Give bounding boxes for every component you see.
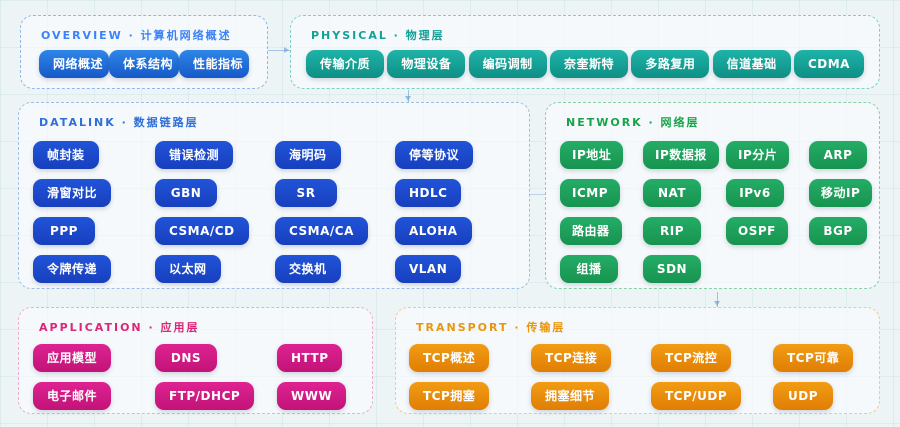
topic-button[interactable]: GBN xyxy=(155,179,217,207)
connector-datalink-to-network-line xyxy=(530,194,545,195)
topic-button[interactable]: OSPF xyxy=(726,217,788,245)
topic-button[interactable]: CDMA xyxy=(793,50,864,78)
topic-button[interactable]: SR xyxy=(275,179,337,207)
topic-button[interactable]: SDN xyxy=(643,255,701,283)
topic-button[interactable]: RIP xyxy=(643,217,701,245)
topic-button[interactable]: BGP xyxy=(809,217,867,245)
connector-physical-to-datalink-arrow xyxy=(404,90,411,102)
datalink-buttons: 帧封装 错误检测 海明码 停等协议滑窗对比 GBN SR HDLC PPP CSMA/CD CSM… xyxy=(19,103,529,283)
topic-button[interactable]: TCP拥塞 xyxy=(409,382,490,410)
connector-network-to-transport-arrow xyxy=(713,292,720,307)
transport-buttons: TCP概述 TCP连接 TCP流控 TCP可靠 TCP拥塞 拥塞细节 TCP/UDP UDP xyxy=(396,308,879,410)
topic-button[interactable]: 组播 xyxy=(560,255,618,283)
topic-button[interactable]: 交换机 xyxy=(275,255,341,283)
topic-button[interactable]: TCP可靠 xyxy=(773,344,854,372)
topic-button[interactable]: 令牌传递 xyxy=(33,255,112,283)
connector-overview-to-physical-arrow xyxy=(268,47,290,53)
topic-button[interactable]: 移动IP xyxy=(809,179,873,207)
section-title: APPLICATION · 应用层 xyxy=(39,321,200,334)
topic-button[interactable]: FTP/DHCP xyxy=(155,382,255,410)
topic-button[interactable]: 停等协议 xyxy=(395,141,474,169)
topic-button[interactable]: 路由器 xyxy=(560,217,622,245)
topic-button[interactable]: 海明码 xyxy=(275,141,341,169)
topic-button[interactable]: 应用模型 xyxy=(33,344,112,372)
topic-button[interactable]: TCP流控 xyxy=(651,344,732,372)
topic-button[interactable]: 性能指标 xyxy=(179,50,249,78)
topic-button[interactable]: IP数据报 xyxy=(643,141,719,169)
topic-button[interactable]: CSMA/CA xyxy=(275,217,368,245)
topic-button[interactable]: IPv6 xyxy=(726,179,784,207)
section-title: OVERVIEW · 计算机网络概述 xyxy=(41,29,232,42)
topic-button[interactable]: 拥塞细节 xyxy=(531,382,610,410)
topic-button[interactable]: WWW xyxy=(277,382,347,410)
topic-button[interactable]: 传输介质 xyxy=(306,50,385,78)
topic-button[interactable]: ARP xyxy=(809,141,867,169)
topic-button[interactable]: IP地址 xyxy=(560,141,624,169)
topic-button[interactable]: CSMA/CD xyxy=(155,217,249,245)
topic-button[interactable]: 帧封装 xyxy=(33,141,99,169)
section-title: NETWORK · 网络层 xyxy=(566,116,700,129)
topic-button[interactable]: TCP概述 xyxy=(409,344,490,372)
topic-button[interactable]: 错误检测 xyxy=(155,141,234,169)
topic-button[interactable]: 网络概述 xyxy=(39,50,109,78)
topic-button[interactable]: 滑窗对比 xyxy=(33,179,112,207)
topic-button[interactable]: NAT xyxy=(643,179,701,207)
topic-button[interactable]: 信道基础 xyxy=(712,50,791,78)
application-buttons: 应用模型 DNS HTTP 电子邮件 FTP/DHCP WWW xyxy=(19,308,372,410)
topic-button[interactable]: TCP连接 xyxy=(531,344,612,372)
topic-button[interactable]: UDP xyxy=(773,382,833,410)
topic-button[interactable]: 多路复用 xyxy=(631,50,710,78)
topic-button[interactable]: VLAN xyxy=(395,255,462,283)
section-title: PHYSICAL · 物理层 xyxy=(311,29,445,42)
topic-button[interactable]: ALOHA xyxy=(395,217,472,245)
topic-button[interactable]: 奈奎斯特 xyxy=(549,50,628,78)
topic-button[interactable]: ICMP xyxy=(560,179,621,207)
topic-button[interactable]: HTTP xyxy=(277,344,343,372)
section-datalink: DATALINK · 数据链路层 帧封装 错误检测 海明码 停等协议滑窗对比 GBN SR… xyxy=(18,102,530,289)
topic-button[interactable]: DNS xyxy=(155,344,217,372)
overview-buttons: 网络概述体系结构性能指标 xyxy=(21,16,267,78)
topic-button[interactable]: 编码调制 xyxy=(468,50,547,78)
section-title: DATALINK · 数据链路层 xyxy=(39,116,199,129)
topic-button[interactable]: TCP/UDP xyxy=(651,382,742,410)
topic-button[interactable]: 以太网 xyxy=(155,255,221,283)
topic-button[interactable]: 物理设备 xyxy=(387,50,466,78)
topic-button[interactable]: 体系结构 xyxy=(109,50,179,78)
topic-button[interactable]: HDLC xyxy=(395,179,462,207)
topic-button[interactable]: PPP xyxy=(33,217,95,245)
section-application: APPLICATION · 应用层 应用模型 DNS HTTP 电子邮件 FTP/DHC… xyxy=(18,307,373,414)
section-overview: OVERVIEW · 计算机网络概述 网络概述体系结构性能指标 xyxy=(20,15,268,89)
section-title: TRANSPORT · 传输层 xyxy=(416,321,566,334)
section-transport: TRANSPORT · 传输层 TCP概述 TCP连接 TCP流控 TCP可靠 TCP拥… xyxy=(395,307,880,414)
topic-button[interactable]: 电子邮件 xyxy=(33,382,112,410)
topic-button[interactable]: IP分片 xyxy=(726,141,790,169)
